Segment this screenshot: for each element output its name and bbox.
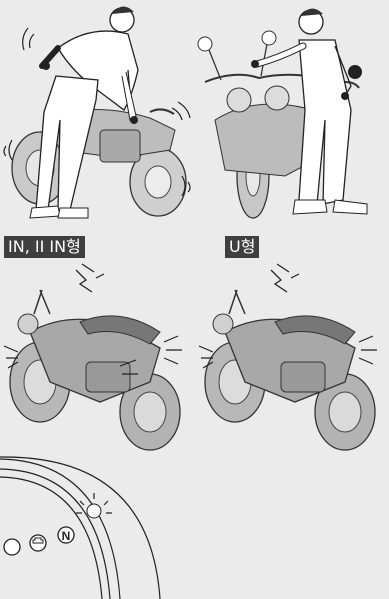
motorcycle-u-type-illustration: [195, 262, 389, 452]
type-in-label: IN, II IN형: [4, 236, 85, 258]
neutral-indicator-symbol: N: [62, 529, 71, 543]
type-u-label: U형: [225, 236, 259, 258]
indicator-icon: [4, 539, 20, 555]
person-rocking-motorcycle-illustration: [0, 0, 195, 228]
motorcycle-in-type-illustration: [0, 262, 195, 452]
indicator-panel-illustration: N: [0, 455, 195, 599]
person-pushing-motorcycle-illustration: [195, 0, 389, 228]
